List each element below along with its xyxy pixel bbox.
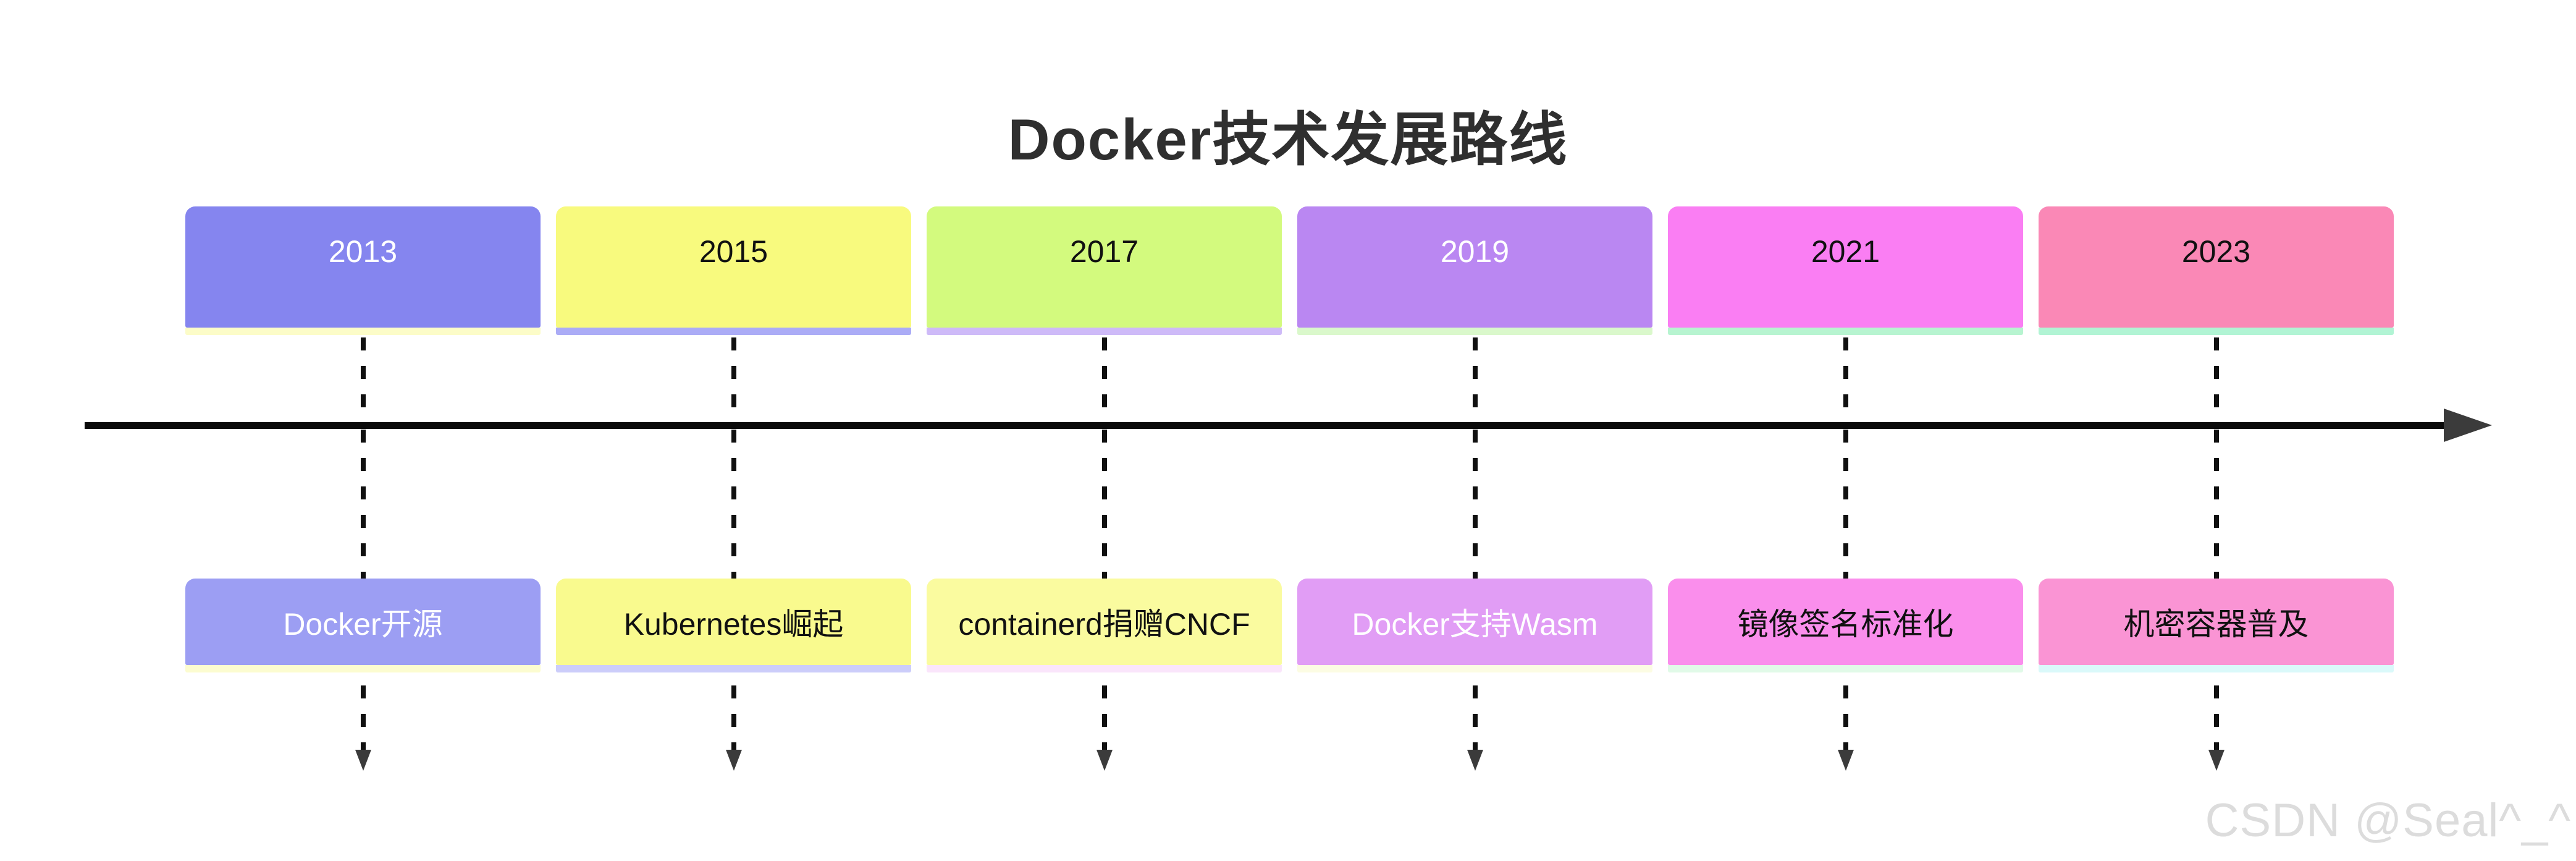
dashed-line xyxy=(1843,337,1848,420)
year-box-shadow xyxy=(556,328,911,335)
down-arrow-icon xyxy=(1467,750,1483,771)
year-cell: 2023 xyxy=(2039,206,2394,335)
event-label: 镜像签名标准化 xyxy=(1737,607,1954,642)
down-arrow-row xyxy=(185,750,2394,771)
event-cell: 机密容器普及 xyxy=(2039,579,2394,672)
year-cell: 2013 xyxy=(185,206,541,335)
down-arrow-icon xyxy=(355,750,371,771)
down-arrow-cell xyxy=(185,750,541,771)
year-box-shadow xyxy=(1668,328,2023,335)
event-cell: Docker开源 xyxy=(185,579,541,672)
event-box-shadow xyxy=(556,665,911,672)
year-box: 2017 xyxy=(927,206,1282,328)
year-cell: 2019 xyxy=(1297,206,1652,335)
year-box: 2019 xyxy=(1297,206,1652,328)
connector-cell xyxy=(556,337,911,420)
down-arrow-cell xyxy=(556,750,911,771)
event-box-shadow xyxy=(2039,665,2394,672)
event-box: Docker支持Wasm xyxy=(1297,579,1652,665)
page-title: Docker技术发展路线 xyxy=(1008,107,1568,172)
year-box-shadow xyxy=(185,328,541,335)
event-box-shadow xyxy=(185,665,541,672)
event-row: Docker开源 Kubernetes崛起 containerd捐赠CNCF D… xyxy=(185,579,2394,672)
connector-cell xyxy=(185,337,541,420)
down-arrow-icon xyxy=(1837,750,1854,771)
event-box: 镜像签名标准化 xyxy=(1668,579,2023,665)
down-arrow-cell xyxy=(1668,750,2023,771)
down-arrow-cell xyxy=(927,750,1282,771)
year-cell: 2015 xyxy=(556,206,911,335)
event-label: 机密容器普及 xyxy=(2123,607,2309,642)
year-label: 2023 xyxy=(2181,234,2251,269)
year-box: 2023 xyxy=(2039,206,2394,328)
upper-connectors xyxy=(185,337,2394,420)
event-cell: Kubernetes崛起 xyxy=(556,579,911,672)
year-box: 2015 xyxy=(556,206,911,328)
down-arrow-icon xyxy=(725,750,742,771)
event-box: containerd捐赠CNCF xyxy=(927,579,1282,665)
dashed-line xyxy=(1101,337,1107,420)
watermark: CSDN @Seal^_^ xyxy=(2205,794,2571,847)
year-label: 2021 xyxy=(1811,234,1880,269)
year-box: 2021 xyxy=(1668,206,2023,328)
event-label: Docker开源 xyxy=(283,607,443,642)
axis-arrowhead-icon xyxy=(2444,409,2492,442)
down-arrow-icon xyxy=(1096,750,1113,771)
year-label: 2017 xyxy=(1069,234,1139,269)
event-box: 机密容器普及 xyxy=(2039,579,2394,665)
event-label: Kubernetes崛起 xyxy=(623,607,844,642)
down-arrow-cell xyxy=(1297,750,1652,771)
year-label: 2013 xyxy=(328,234,398,269)
dashed-line xyxy=(1472,337,1478,420)
event-box: Kubernetes崛起 xyxy=(556,579,911,665)
connector-cell xyxy=(1668,337,2023,420)
year-label: 2015 xyxy=(699,234,768,269)
year-box-shadow xyxy=(2039,328,2394,335)
year-row: 2013 2015 2017 2019 2021 xyxy=(185,206,2394,335)
event-label: containerd捐赠CNCF xyxy=(958,607,1250,642)
year-box: 2013 xyxy=(185,206,541,328)
year-cell: 2017 xyxy=(927,206,1282,335)
dashed-line xyxy=(2213,337,2219,420)
dashed-line xyxy=(731,337,736,420)
dashed-line xyxy=(360,337,366,420)
year-cell: 2021 xyxy=(1668,206,2023,335)
year-box-shadow xyxy=(927,328,1282,335)
event-box-shadow xyxy=(1668,665,2023,672)
event-cell: containerd捐赠CNCF xyxy=(927,579,1282,672)
year-box-shadow xyxy=(1297,328,1652,335)
connector-cell xyxy=(927,337,1282,420)
event-box-shadow xyxy=(1297,665,1652,672)
down-arrow-icon xyxy=(2208,750,2225,771)
down-arrow-cell xyxy=(2039,750,2394,771)
event-label: Docker支持Wasm xyxy=(1352,607,1598,642)
event-cell: Docker支持Wasm xyxy=(1297,579,1652,672)
event-box-shadow xyxy=(927,665,1282,672)
connector-cell xyxy=(2039,337,2394,420)
event-cell: 镜像签名标准化 xyxy=(1668,579,2023,672)
connector-cell xyxy=(1297,337,1652,420)
timeline-axis xyxy=(85,422,2454,429)
year-label: 2019 xyxy=(1440,234,1510,269)
event-box: Docker开源 xyxy=(185,579,541,665)
